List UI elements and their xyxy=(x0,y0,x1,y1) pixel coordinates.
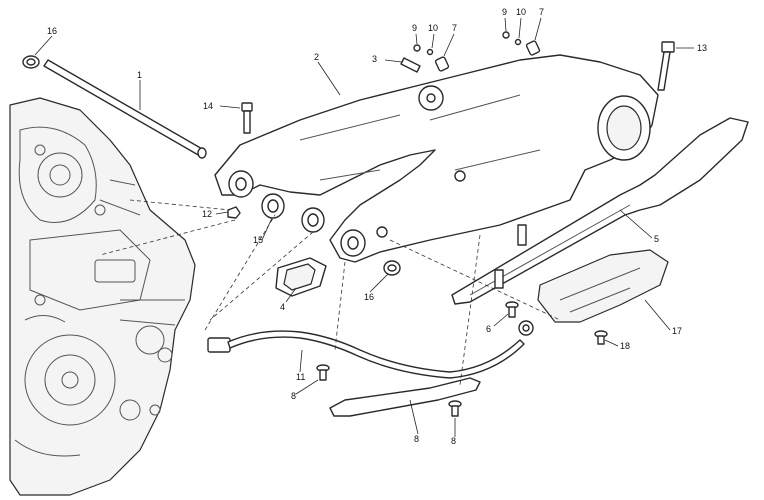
callout-17: 17 xyxy=(672,326,682,336)
callout-9-left: 9 xyxy=(412,23,417,33)
guide-6 xyxy=(329,377,481,417)
spacer-7-right xyxy=(525,40,541,56)
callout-labels: 16 1 2 3 9 10 7 9 10 7 13 14 12 15 16 4 … xyxy=(47,7,707,446)
nut-9-right xyxy=(502,31,510,39)
callout-8-a: 8 xyxy=(291,391,296,401)
callout-13: 13 xyxy=(697,43,707,53)
callout-18: 18 xyxy=(620,341,630,351)
callout-4: 4 xyxy=(280,302,285,312)
guard-17 xyxy=(537,249,669,323)
callout-10-left: 10 xyxy=(428,23,438,33)
bolt-13 xyxy=(657,41,675,91)
washer-10-left xyxy=(426,48,434,56)
callout-5: 5 xyxy=(654,234,659,244)
sensor-cable-11 xyxy=(207,320,534,379)
nut-9-left xyxy=(413,44,421,52)
screw-18 xyxy=(594,330,608,345)
callout-8-c: 8 xyxy=(451,436,456,446)
stud-3 xyxy=(400,57,421,73)
screw-8-c xyxy=(448,400,462,417)
callout-9-right: 9 xyxy=(502,7,507,17)
screw-8-b xyxy=(505,301,519,318)
callout-12: 12 xyxy=(202,209,212,219)
plate-4 xyxy=(275,257,327,297)
callout-1: 1 xyxy=(137,70,142,80)
callout-16-top: 16 xyxy=(47,26,57,36)
chain-guard-5 xyxy=(451,117,749,305)
screw-8-a xyxy=(316,364,330,381)
callout-2: 2 xyxy=(314,52,319,62)
callout-6: 6 xyxy=(486,324,491,334)
callout-10-right: 10 xyxy=(516,7,526,17)
leader-lines xyxy=(34,17,694,437)
bolt-14 xyxy=(241,102,253,134)
nut-12 xyxy=(227,206,241,219)
engine-block xyxy=(9,97,196,496)
callout-7-left: 7 xyxy=(452,23,457,33)
swingarm-2 xyxy=(214,54,659,263)
pivot-shaft-1 xyxy=(43,59,207,159)
callout-14: 14 xyxy=(203,101,213,111)
assembly-lines xyxy=(99,199,561,386)
spacer-7-left xyxy=(434,56,450,72)
callout-8-b: 8 xyxy=(414,434,419,444)
callout-16-lower: 16 xyxy=(364,292,374,302)
callout-3: 3 xyxy=(372,54,377,64)
callout-11: 11 xyxy=(296,372,305,382)
callout-7-right: 7 xyxy=(539,7,544,17)
washer-10-right xyxy=(514,38,522,46)
callout-15: 15 xyxy=(253,235,263,245)
